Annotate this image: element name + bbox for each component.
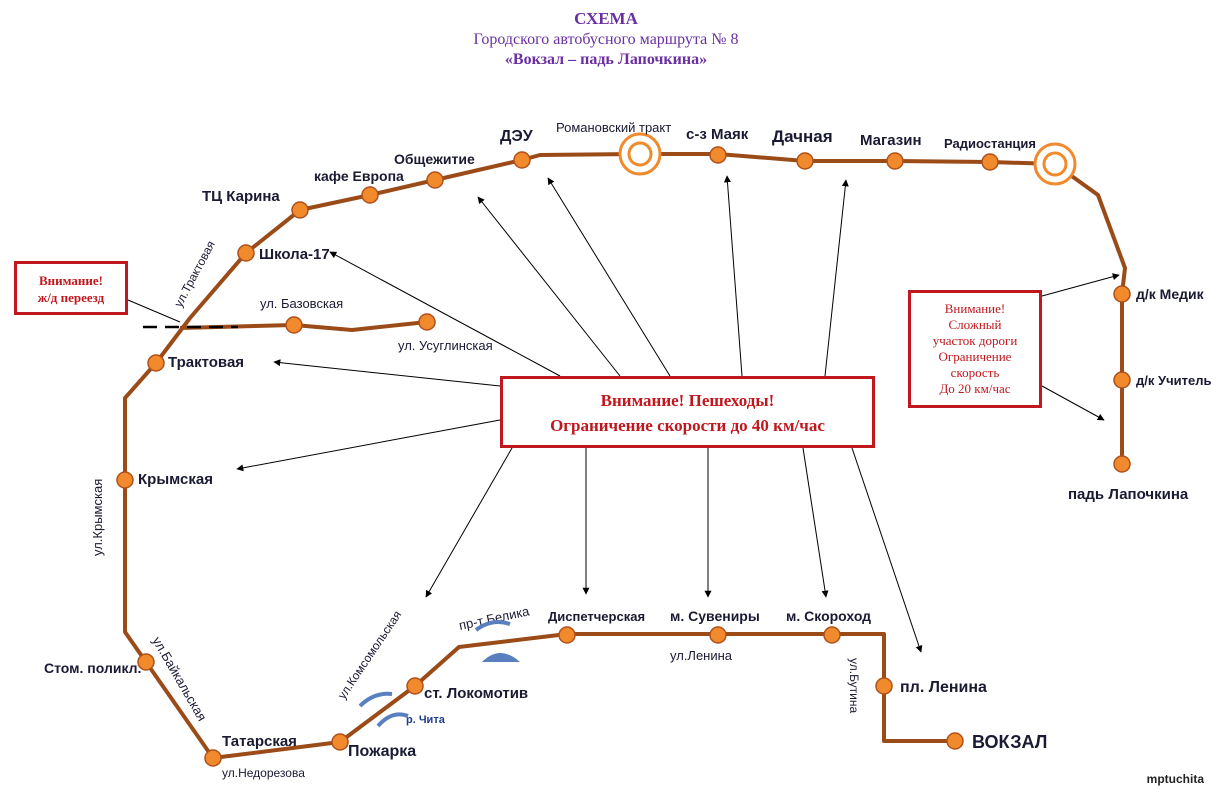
stop-label-stom-polikl: Стом. поликл.	[44, 660, 141, 676]
hard-warning-line-6: До 20 км/час	[939, 381, 1011, 396]
stop-label-pad-lapochkina: падь Лапочкина	[1068, 486, 1189, 503]
stop-marker-magazin	[886, 152, 904, 170]
stop-label-pl-lenina: пл. Ленина	[900, 679, 987, 696]
stop-marker-dachnaya	[796, 152, 814, 170]
stop-label-traktovaya: Трактовая	[168, 354, 244, 371]
hard-warning-line-4: Ограничение	[938, 349, 1012, 364]
stop-marker-radiostanciya	[981, 153, 999, 171]
rail-warning-line-1: Внимание!	[39, 273, 103, 288]
stop-label-dispetcherskaya: Диспетчерская	[548, 609, 645, 624]
stop-marker-deu	[513, 151, 531, 169]
hard-warning-line-1: Внимание!	[944, 301, 1006, 316]
stop-label-krymskaya: Крымская	[138, 471, 213, 488]
watermark: mptuchita	[1146, 772, 1204, 786]
ring-marker-radiostanciya	[1033, 142, 1077, 186]
street-label-ul-krymskaya: ул.Крымская	[90, 479, 105, 556]
stop-label-m-skorohod: м. Скороход	[786, 608, 871, 624]
stop-marker-s-z-mayak	[709, 146, 727, 164]
stop-marker-pad-lapochkina	[1113, 455, 1131, 473]
stop-marker-tatarskaya	[204, 749, 222, 767]
stop-label-deu: ДЭУ	[500, 128, 534, 145]
stop-label-magazin: Магазин	[860, 132, 922, 149]
stop-label-st-lokomotiv: ст. Локомотив	[424, 685, 528, 702]
stop-label-ul-bazovskaya: ул. Базовская	[260, 296, 343, 311]
stop-marker-tc-karina	[291, 201, 309, 219]
pedestrian-arrows	[236, 175, 923, 653]
stop-marker-ul-usuglinskaya	[418, 313, 436, 331]
hard-warning-line-5: скорость	[950, 365, 1000, 380]
stop-marker-shkola-17	[237, 244, 255, 262]
street-label-r-chita: р. Чита	[406, 714, 446, 726]
stop-label-dk-uchitel: д/к Учитель	[1136, 373, 1211, 388]
street-label-ul-komsomolskaya: ул.Комсомольская	[335, 608, 404, 702]
stop-label-dk-medik: д/к Медик	[1136, 286, 1205, 302]
stop-marker-m-skorohod	[823, 626, 841, 644]
stop-label-ul-usuglinskaya: ул. Усуглинская	[398, 338, 493, 353]
pedestrian-warning: Внимание! Пешеходы! Ограничение скорости…	[500, 376, 875, 448]
stop-marker-dk-uchitel	[1113, 371, 1131, 389]
rail-crossing-warning: Внимание! ж/д переезд	[14, 261, 128, 315]
rail-warning-line-2: ж/д переезд	[37, 290, 105, 305]
stop-label-radiostanciya: Радиостанция	[944, 136, 1036, 151]
ring-marker-romanovsky	[618, 132, 662, 176]
title-block: СХЕМА Городского автобусного маршрута № …	[0, 8, 1212, 70]
street-label-ul-traktovaya: ул.Трактовая	[171, 238, 218, 309]
title-line-2: Городского автобусного маршрута № 8	[473, 31, 739, 48]
title-line-3: «Вокзал – падь Лапочкина»	[504, 51, 708, 68]
rail-warning-pointer	[127, 299, 181, 323]
route-line	[123, 152, 1127, 760]
street-label-ul-nedorezova: ул.Недорезова	[222, 766, 305, 780]
stop-marker-traktovaya	[147, 354, 165, 372]
stop-marker-krymskaya	[116, 471, 134, 489]
stop-label-tc-karina: ТЦ Карина	[202, 188, 280, 205]
hard-warning-line-3: участок дороги	[932, 333, 1018, 348]
stop-label-obshchezhitie: Общежитие	[394, 151, 475, 167]
pedestrian-warning-line-1: Внимание! Пешеходы!	[600, 391, 775, 410]
street-label-ul-butina: ул.Бутина	[847, 658, 861, 714]
stop-marker-pozharka	[331, 733, 349, 751]
stop-label-kafe-evropa: кафе Европа	[314, 168, 404, 184]
stop-marker-dispetcherskaya	[558, 626, 576, 644]
stop-marker-st-lokomotiv	[406, 677, 424, 695]
stop-label-vokzal: ВОКЗАЛ	[972, 732, 1047, 752]
stop-marker-m-suveniry	[709, 626, 727, 644]
stop-label-m-suveniry: м. Сувениры	[670, 608, 760, 624]
stop-label-dachnaya: Дачная	[772, 127, 833, 146]
stop-label-shkola-17: Школа-17	[259, 246, 330, 263]
stop-marker-dk-medik	[1113, 285, 1131, 303]
stop-marker-kafe-evropa	[361, 186, 379, 204]
hard-section-warning: Внимание! Сложный участок дороги Огранич…	[908, 290, 1042, 408]
stop-marker-stom-polikl	[137, 653, 155, 671]
bridge-icon	[358, 620, 520, 728]
street-label-pr-t-belika: пр-т Белика	[458, 603, 532, 633]
pedestrian-warning-line-2: Ограничение скорости до 40 км/час	[550, 416, 825, 435]
street-label-ul-lenina: ул.Ленина	[670, 648, 733, 663]
hard-section-arrows	[1041, 273, 1120, 421]
stop-label-s-z-mayak: с-з Маяк	[686, 126, 749, 143]
stop-label-tatarskaya: Татарская	[222, 733, 297, 750]
title-line-1: СХЕМА	[574, 9, 638, 28]
stop-marker-pl-lenina	[875, 677, 893, 695]
stop-label-pozharka: Пожарка	[348, 743, 416, 760]
stop-marker-ul-bazovskaya	[285, 316, 303, 334]
hard-warning-line-2: Сложный	[948, 317, 1002, 332]
stop-marker-vokzal	[946, 732, 964, 750]
stop-marker-obshchezhitie	[426, 171, 444, 189]
stop-label-romanovsky-trakt: Романовский тракт	[556, 120, 671, 135]
